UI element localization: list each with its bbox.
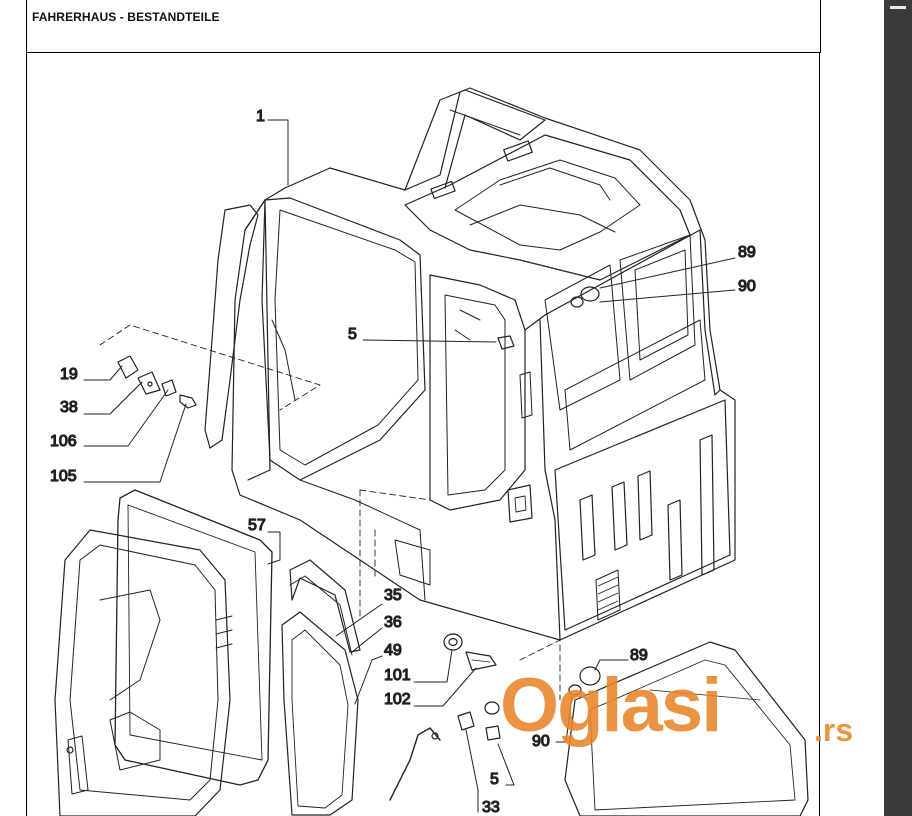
callout-49: 49 [384, 642, 402, 659]
callout-90-bottom: 90 [532, 733, 550, 750]
callout-38: 38 [60, 399, 78, 416]
scrollbar-thumb[interactable] [884, 0, 912, 16]
callout-90-top: 90 [738, 278, 756, 295]
cab-body [99, 87, 736, 701]
callout-33: 33 [482, 799, 500, 816]
watermark-logo: Oglasi [500, 663, 722, 748]
callout-105: 105 [50, 468, 77, 485]
callout-36: 36 [384, 614, 402, 631]
door-parts [54, 489, 809, 816]
callout-35: 35 [384, 587, 402, 604]
callout-89-bottom: 89 [630, 647, 648, 664]
scrollbar[interactable] [884, 0, 912, 816]
callout-102: 102 [384, 691, 411, 708]
header-frame [26, 0, 821, 53]
right-border [819, 52, 820, 816]
callout-labels: 1 89 90 5 19 38 106 105 57 35 36 49 101 … [49, 107, 756, 816]
loose-parts [117, 286, 601, 801]
callout-5-bottom: 5 [490, 771, 499, 788]
callout-106: 106 [50, 433, 77, 450]
callout-5-top: 5 [348, 326, 357, 343]
callout-19: 19 [60, 366, 78, 383]
document-title: FAHRERHAUS - BESTANDTEILE [32, 10, 220, 24]
callout-57: 57 [248, 517, 266, 534]
callout-101: 101 [384, 667, 411, 684]
left-border [26, 52, 27, 816]
callout-89-top: 89 [738, 244, 756, 261]
watermark-suffix: .rs [814, 712, 854, 748]
callout-1: 1 [256, 108, 265, 125]
leader-lines [83, 119, 736, 813]
